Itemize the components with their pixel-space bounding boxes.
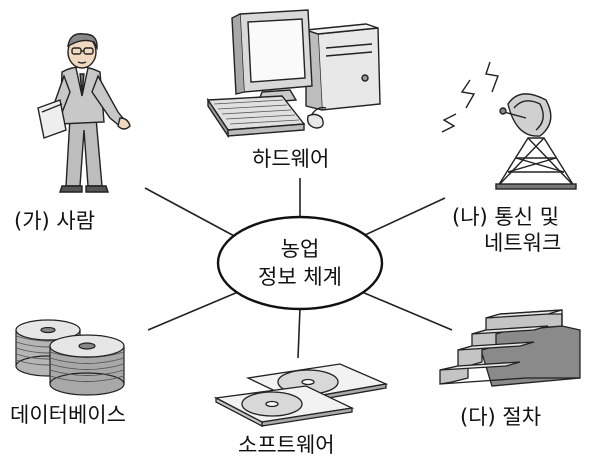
center-label: 농업 정보 체계: [230, 235, 370, 292]
satellite-dish-tower-icon: [441, 61, 577, 190]
label-database: 데이터베이스: [10, 403, 126, 427]
connector-lines: [144, 178, 453, 359]
label-people: (가) 사람: [14, 209, 96, 233]
center-ellipse: [216, 215, 384, 311]
label-hardware: 하드웨어: [252, 147, 330, 171]
line-to-database: [147, 291, 239, 331]
center-label-line2: 정보 체계: [258, 265, 342, 290]
cd-cases-icon: [213, 363, 389, 428]
desktop-computer-icon: [206, 9, 381, 139]
center-label-line1: 농업: [280, 237, 320, 261]
line-to-network: [364, 197, 446, 236]
label-network-line2: 네트워크: [484, 231, 562, 255]
line-to-procedure: [361, 291, 453, 331]
disk-stack-icon: [15, 319, 125, 396]
businessman-icon: [37, 33, 131, 193]
line-to-software: [297, 307, 301, 359]
label-network-line1: (나) 통신 및: [452, 205, 560, 229]
label-software: 소프트웨어: [238, 433, 335, 457]
line-to-people: [144, 187, 239, 239]
disk-stack-front: [49, 334, 125, 396]
label-procedure: (다) 절차: [460, 405, 542, 429]
staircase-icon: [439, 309, 581, 387]
